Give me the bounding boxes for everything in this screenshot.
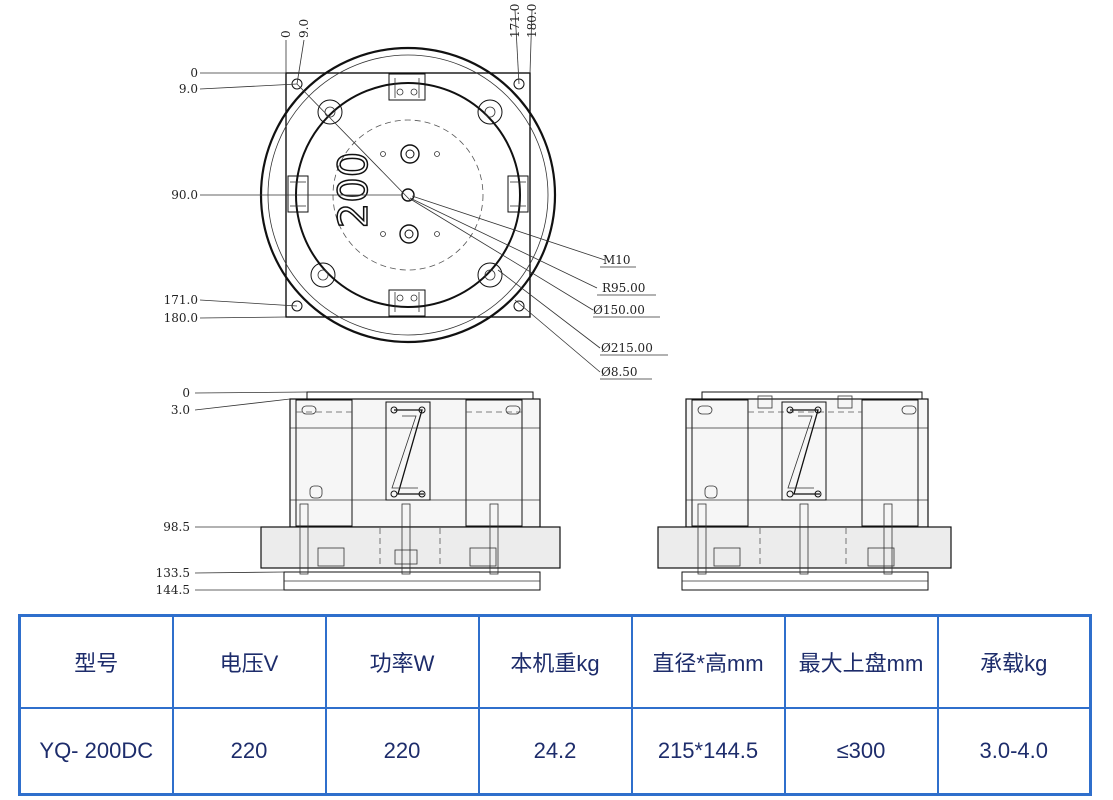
side-left-tick: 133.5 — [156, 566, 190, 580]
spec-header-voltage: 电压V — [171, 614, 327, 709]
leader-line — [514, 299, 601, 373]
plate-size-label: 200 — [331, 152, 377, 228]
leader-line — [296, 83, 411, 201]
spec-header-max-plate: 最大上盘mm — [783, 614, 939, 709]
technical-drawing: 200 0 9.0 90.0 171.0 180.0 0 9.0 171.0 1… — [156, 4, 952, 597]
top-top-tick: 0 — [279, 30, 293, 38]
bolt-boss — [477, 99, 503, 125]
top-top-tick: 9.0 — [297, 19, 311, 38]
top-left-tick: 9.0 — [179, 82, 198, 96]
center-stud — [400, 144, 420, 164]
ref-line — [199, 299, 298, 307]
spec-header-model: 型号 — [18, 614, 174, 709]
callout-d215: Ø215.00 — [601, 341, 653, 355]
callout-m10: M10 — [603, 253, 631, 267]
callout-r95: R95.00 — [602, 281, 645, 295]
spec-cell-weight: 24.2 — [477, 707, 633, 796]
spec-header-load: 承载kg — [936, 614, 1092, 709]
clamp-bottom — [388, 289, 426, 317]
leader-line — [411, 199, 594, 311]
small-hole — [380, 151, 386, 157]
callout-d8: Ø8.50 — [601, 365, 638, 379]
side-left-tick: 0 — [182, 386, 190, 400]
ref-line — [514, 9, 520, 85]
spec-cell-size: 215*144.5 — [630, 707, 786, 796]
top-left-tick: 180.0 — [164, 311, 198, 325]
top-view: 200 — [199, 9, 606, 373]
spec-cell-load: 3.0-4.0 — [936, 707, 1092, 796]
small-hole — [434, 231, 440, 237]
bolt-boss — [317, 99, 343, 125]
table-row: YQ- 200DC 220 220 24.2 215*144.5 ≤300 3.… — [18, 707, 1092, 796]
center-stud — [399, 224, 419, 244]
spec-header-size: 直径*高mm — [630, 614, 786, 709]
bolt-boss — [477, 262, 503, 288]
clamp-right — [507, 175, 529, 213]
side-left-tick: 144.5 — [156, 583, 190, 597]
callout-d150: Ø150.00 — [593, 303, 645, 317]
top-top-tick: 180.0 — [525, 4, 539, 38]
small-hole — [434, 151, 440, 157]
spec-header-power: 功率W — [324, 614, 480, 709]
ref-line — [529, 9, 533, 74]
leader-line — [497, 269, 601, 349]
ref-line — [296, 39, 305, 85]
spec-cell-model: YQ- 200DC — [18, 707, 174, 796]
small-hole — [380, 231, 386, 237]
spec-cell-max-plate: ≤300 — [783, 707, 939, 796]
clamp-left — [287, 175, 309, 213]
top-top-tick: 171.0 — [508, 4, 522, 38]
side-left-tick: 3.0 — [171, 403, 190, 417]
top-left-tick: 90.0 — [171, 188, 198, 202]
clamp-top — [388, 73, 426, 101]
spec-cell-power: 220 — [324, 707, 480, 796]
spec-table-header-row: 型号 电压V 功率W 本机重kg 直径*高mm 最大上盘mm 承载kg — [18, 614, 1092, 709]
leader-line — [411, 195, 606, 261]
top-left-tick: 171.0 — [164, 293, 198, 307]
bolt-boss — [310, 262, 336, 288]
side-view-right — [657, 391, 952, 591]
top-left-tick: 0 — [190, 66, 198, 80]
spec-cell-voltage: 220 — [171, 707, 327, 796]
side-left-tick: 98.5 — [163, 520, 190, 534]
ref-line — [199, 316, 287, 319]
leader-line — [409, 197, 598, 289]
side-view-left — [194, 391, 561, 591]
ref-line — [199, 83, 298, 90]
spec-header-weight: 本机重kg — [477, 614, 633, 709]
spec-table: 型号 电压V 功率W 本机重kg 直径*高mm 最大上盘mm 承载kg YQ- … — [18, 614, 1092, 796]
corner-hole — [513, 300, 525, 312]
